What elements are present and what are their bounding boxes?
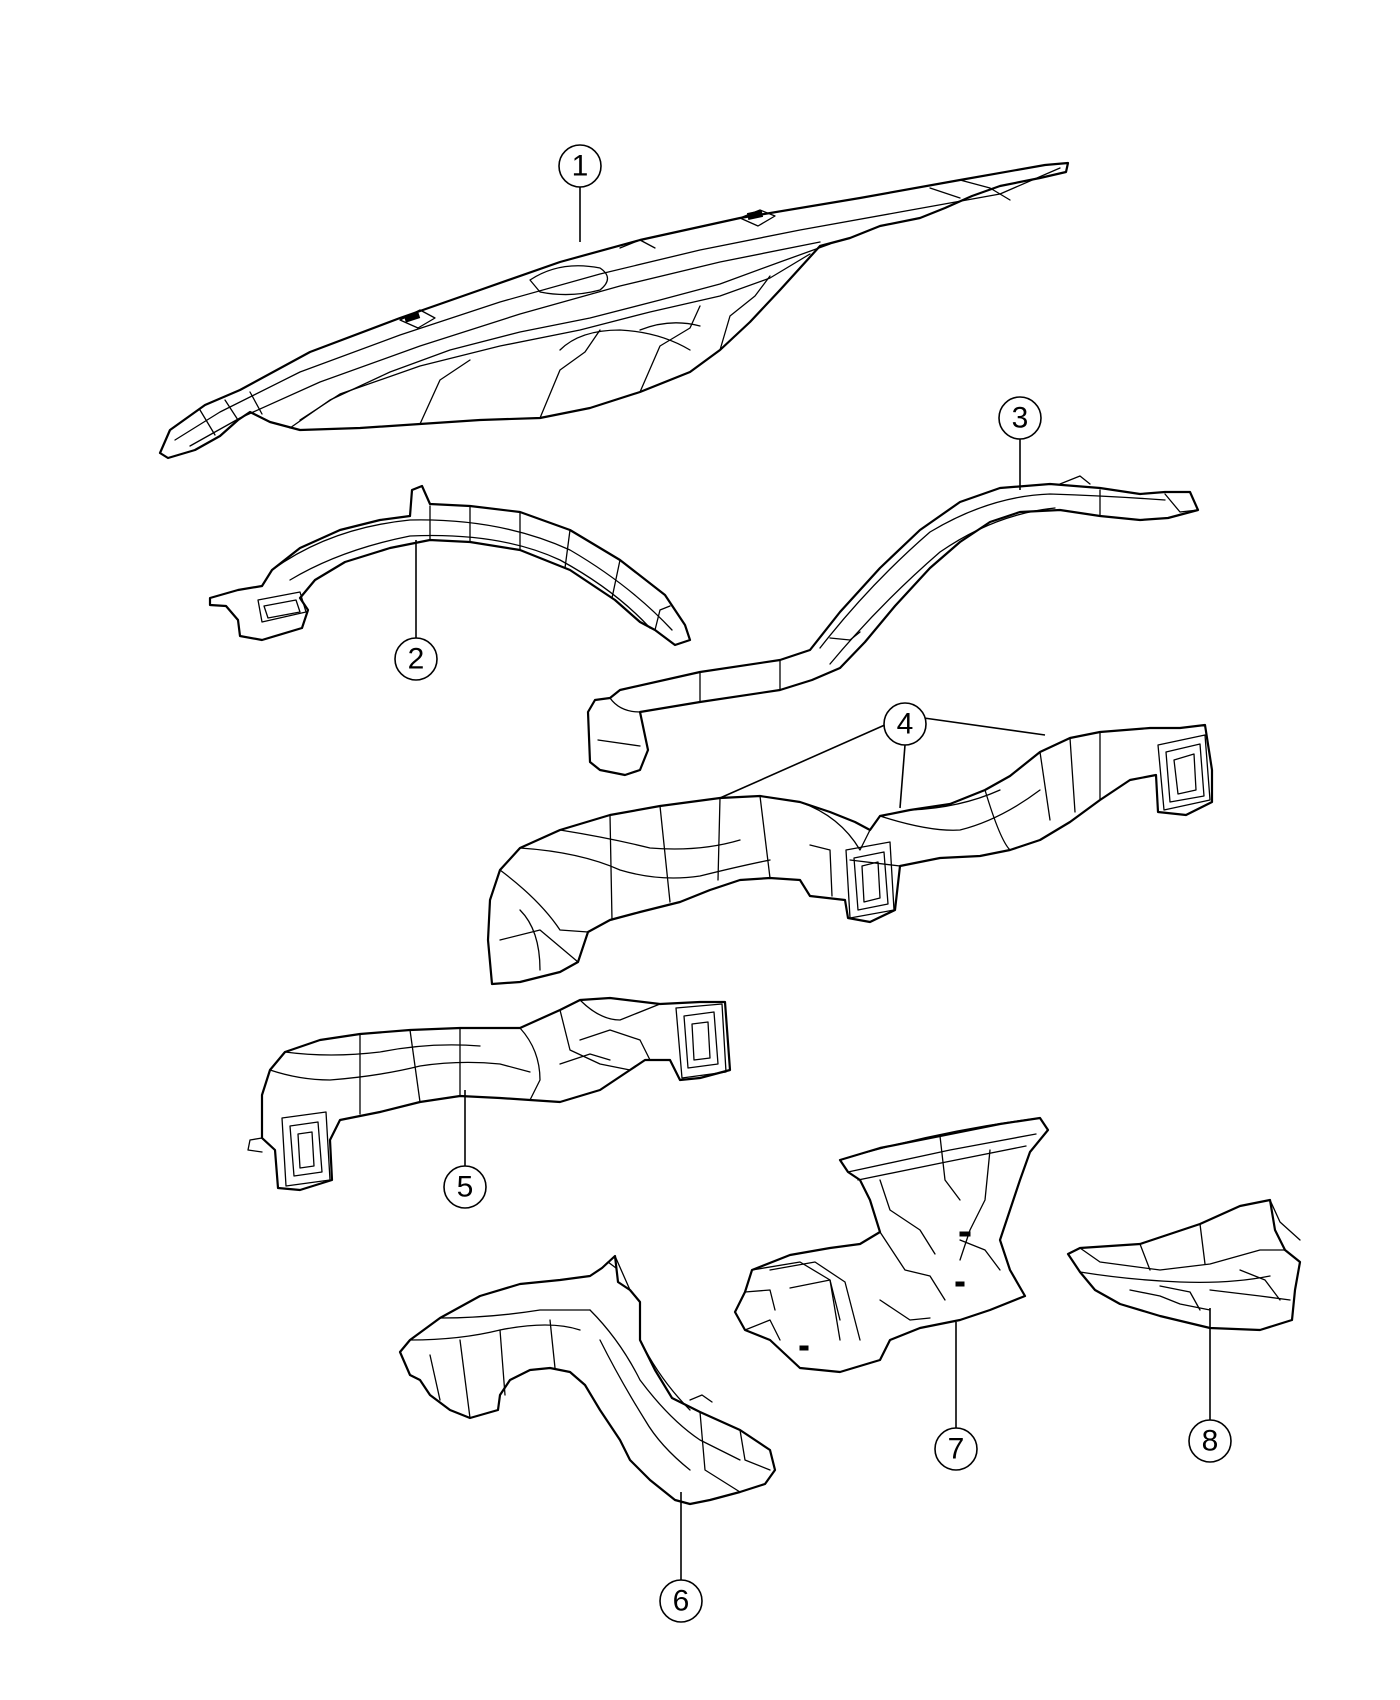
callout-8-label: 8 bbox=[1202, 1425, 1219, 1458]
callout-4: 4 bbox=[883, 702, 927, 746]
callout-6: 6 bbox=[659, 1579, 703, 1623]
leader-lines bbox=[415, 187, 1211, 1580]
leader-4b bbox=[899, 744, 906, 809]
callout-3: 3 bbox=[998, 396, 1042, 440]
part-7-console-duct[interactable] bbox=[733, 1116, 1050, 1374]
callout-3-label: 3 bbox=[1012, 402, 1029, 435]
part-3-s-duct[interactable] bbox=[586, 475, 1200, 777]
callout-1-label: 1 bbox=[572, 150, 589, 183]
part-6-rear-duct[interactable] bbox=[398, 1254, 777, 1506]
part-4-floor-duct[interactable] bbox=[486, 723, 1214, 986]
part-2-curved-duct[interactable] bbox=[208, 484, 692, 647]
callout-8: 8 bbox=[1188, 1419, 1232, 1463]
leader-4c bbox=[923, 717, 1046, 736]
callout-5: 5 bbox=[443, 1165, 487, 1209]
callout-2-label: 2 bbox=[408, 643, 425, 676]
part-1-main-duct[interactable] bbox=[158, 161, 1070, 460]
callout-1: 1 bbox=[558, 144, 602, 188]
callout-6-label: 6 bbox=[673, 1585, 690, 1618]
callout-7-label: 7 bbox=[948, 1433, 965, 1466]
callout-4-label: 4 bbox=[897, 708, 914, 741]
callout-2: 2 bbox=[394, 637, 438, 681]
leader-4a bbox=[719, 723, 888, 799]
callout-5-label: 5 bbox=[457, 1171, 474, 1204]
part-8-side-duct[interactable] bbox=[1066, 1198, 1302, 1332]
part-5-outlet-duct[interactable] bbox=[247, 996, 732, 1192]
callout-7: 7 bbox=[934, 1427, 978, 1471]
